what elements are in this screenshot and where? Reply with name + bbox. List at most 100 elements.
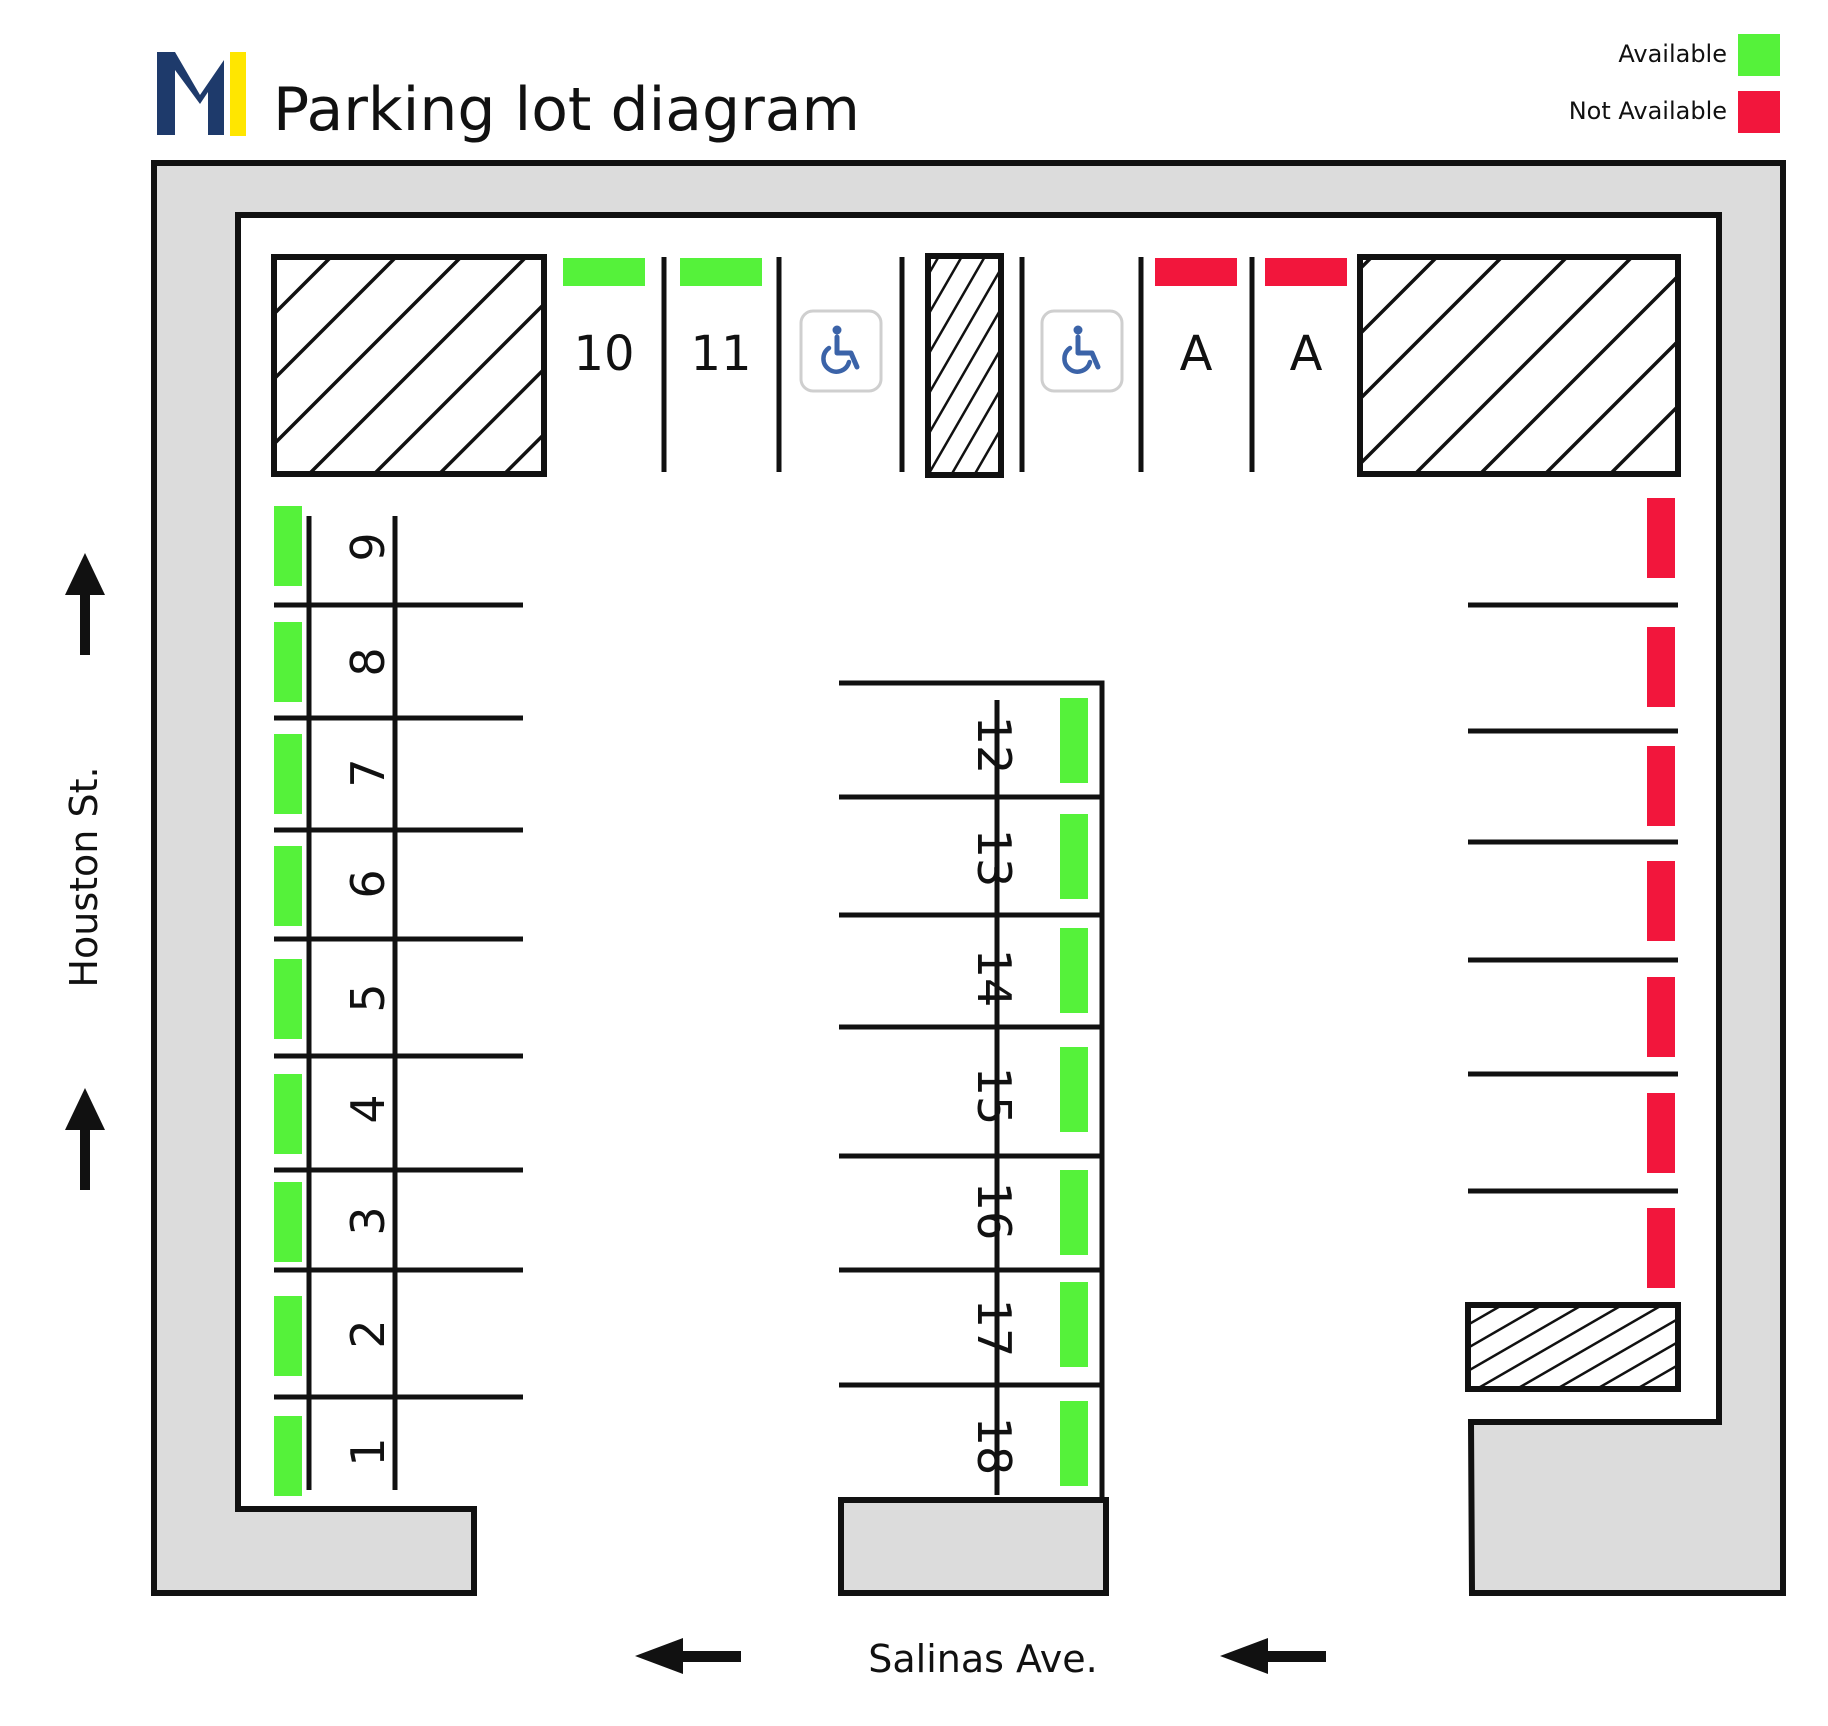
availability-marker: [1647, 861, 1675, 941]
parking-space-9[interactable]: 9: [274, 506, 395, 586]
parking-space-15[interactable]: 15: [967, 1047, 1088, 1132]
hatched-zone-top-right: [1357, 254, 1681, 477]
space-number: 10: [573, 326, 634, 382]
availability-marker: [1060, 1170, 1088, 1255]
parking-space-13[interactable]: 13: [967, 814, 1088, 899]
arrow-left-icon: [635, 1638, 741, 1674]
space-number: 12: [967, 716, 1021, 775]
sidewalks: [151, 160, 1786, 1596]
sidewalk-island: [838, 1497, 1109, 1596]
availability-marker: [274, 506, 302, 586]
parking-space-right-7[interactable]: [1647, 1208, 1675, 1288]
logo: [157, 52, 246, 136]
parking-space-18[interactable]: 18: [967, 1401, 1088, 1486]
street-label-south: Salinas Ave.: [868, 1637, 1097, 1681]
space-number: 4: [341, 1094, 395, 1123]
parking-space-right-4[interactable]: [1647, 861, 1675, 941]
availability-marker: [1647, 498, 1675, 578]
legend-not-available-label: Not Available: [1569, 97, 1727, 125]
parking-space-1[interactable]: 1: [274, 1416, 395, 1496]
availability-marker: [274, 959, 302, 1039]
left-column-spaces: 9 8 7 6 5 4 3 2 1: [274, 506, 395, 1496]
space-number: 3: [341, 1206, 395, 1235]
availability-marker: [1265, 258, 1347, 286]
availability-marker: [274, 1416, 302, 1496]
availability-marker: [1060, 1047, 1088, 1132]
parking-space-12[interactable]: 12: [967, 698, 1088, 783]
availability-marker: [1647, 977, 1675, 1057]
space-number: 17: [967, 1299, 1021, 1358]
availability-marker: [274, 622, 302, 702]
space-number: 13: [967, 829, 1021, 888]
top-row-spaces: 10 11 A A: [563, 258, 1347, 393]
availability-marker: [274, 1074, 302, 1154]
accessible-parking-space[interactable]: [799, 309, 883, 393]
hatched-zone-right-bottom: [1465, 1302, 1681, 1392]
wheelchair-icon: [799, 309, 883, 393]
arrow-up-icon: [65, 1088, 105, 1190]
availability-marker: [1647, 746, 1675, 826]
street-label-west: Houston St.: [62, 766, 106, 987]
right-column-spaces: [1647, 498, 1675, 1288]
availability-marker: [1155, 258, 1237, 286]
lane-lines: [274, 257, 1678, 1500]
sidewalk-perimeter: [151, 160, 1786, 1596]
space-number: 7: [341, 758, 395, 787]
parking-space-top-5[interactable]: A: [1155, 258, 1237, 382]
availability-marker: [274, 1182, 302, 1262]
parking-space-7[interactable]: 7: [274, 734, 395, 814]
parking-space-14[interactable]: 14: [967, 928, 1088, 1013]
availability-marker: [1647, 1093, 1675, 1173]
availability-marker: [274, 734, 302, 814]
availability-marker: [1060, 814, 1088, 899]
availability-marker: [274, 846, 302, 926]
parking-space-6[interactable]: 6: [274, 846, 395, 926]
parking-space-top-2[interactable]: 11: [680, 258, 762, 382]
center-column-spaces: 12 13 14 15 16 17 18: [967, 698, 1088, 1486]
parking-space-top-6[interactable]: A: [1265, 258, 1347, 382]
space-number: 11: [690, 326, 751, 382]
parking-space-right-1[interactable]: [1647, 498, 1675, 578]
availability-marker: [1060, 698, 1088, 783]
parking-space-5[interactable]: 5: [274, 959, 395, 1039]
hatched-zone-top-center: [925, 253, 1004, 478]
parking-space-right-5[interactable]: [1647, 977, 1675, 1057]
arrow-left-icon: [1220, 1638, 1326, 1674]
parking-space-right-2[interactable]: [1647, 627, 1675, 707]
parking-space-right-3[interactable]: [1647, 746, 1675, 826]
space-number: A: [1290, 326, 1323, 382]
legend: Available Not Available: [1569, 34, 1780, 133]
space-number: 16: [967, 1182, 1021, 1241]
no-parking-zones: [271, 253, 1681, 1392]
space-number: 2: [341, 1319, 395, 1348]
legend-not-available-swatch: [1738, 91, 1780, 133]
space-number: 18: [967, 1417, 1021, 1476]
space-number: A: [1180, 326, 1213, 382]
availability-marker: [680, 258, 762, 286]
parking-space-3[interactable]: 3: [274, 1182, 395, 1262]
parking-space-4[interactable]: 4: [274, 1074, 395, 1154]
availability-marker: [274, 1296, 302, 1376]
availability-marker: [1060, 1282, 1088, 1367]
wheelchair-icon: [1040, 309, 1124, 393]
availability-marker: [1647, 1208, 1675, 1288]
space-number: 9: [341, 532, 395, 561]
parking-space-2[interactable]: 2: [274, 1296, 395, 1376]
space-number: 1: [341, 1437, 395, 1466]
arrow-up-icon: [65, 553, 105, 655]
hatched-zone-top-left: [271, 254, 547, 477]
space-number: 15: [967, 1067, 1021, 1126]
legend-available-label: Available: [1618, 40, 1727, 68]
parking-space-top-1[interactable]: 10: [563, 258, 645, 382]
parking-space-17[interactable]: 17: [967, 1282, 1088, 1367]
space-number: 6: [341, 869, 395, 898]
accessible-parking-space[interactable]: [1040, 309, 1124, 393]
space-number: 8: [341, 647, 395, 676]
legend-available-swatch: [1738, 34, 1780, 76]
availability-marker: [563, 258, 645, 286]
parking-space-8[interactable]: 8: [274, 622, 395, 702]
space-number: 14: [967, 949, 1021, 1008]
parking-space-right-6[interactable]: [1647, 1093, 1675, 1173]
parking-space-16[interactable]: 16: [967, 1170, 1088, 1255]
